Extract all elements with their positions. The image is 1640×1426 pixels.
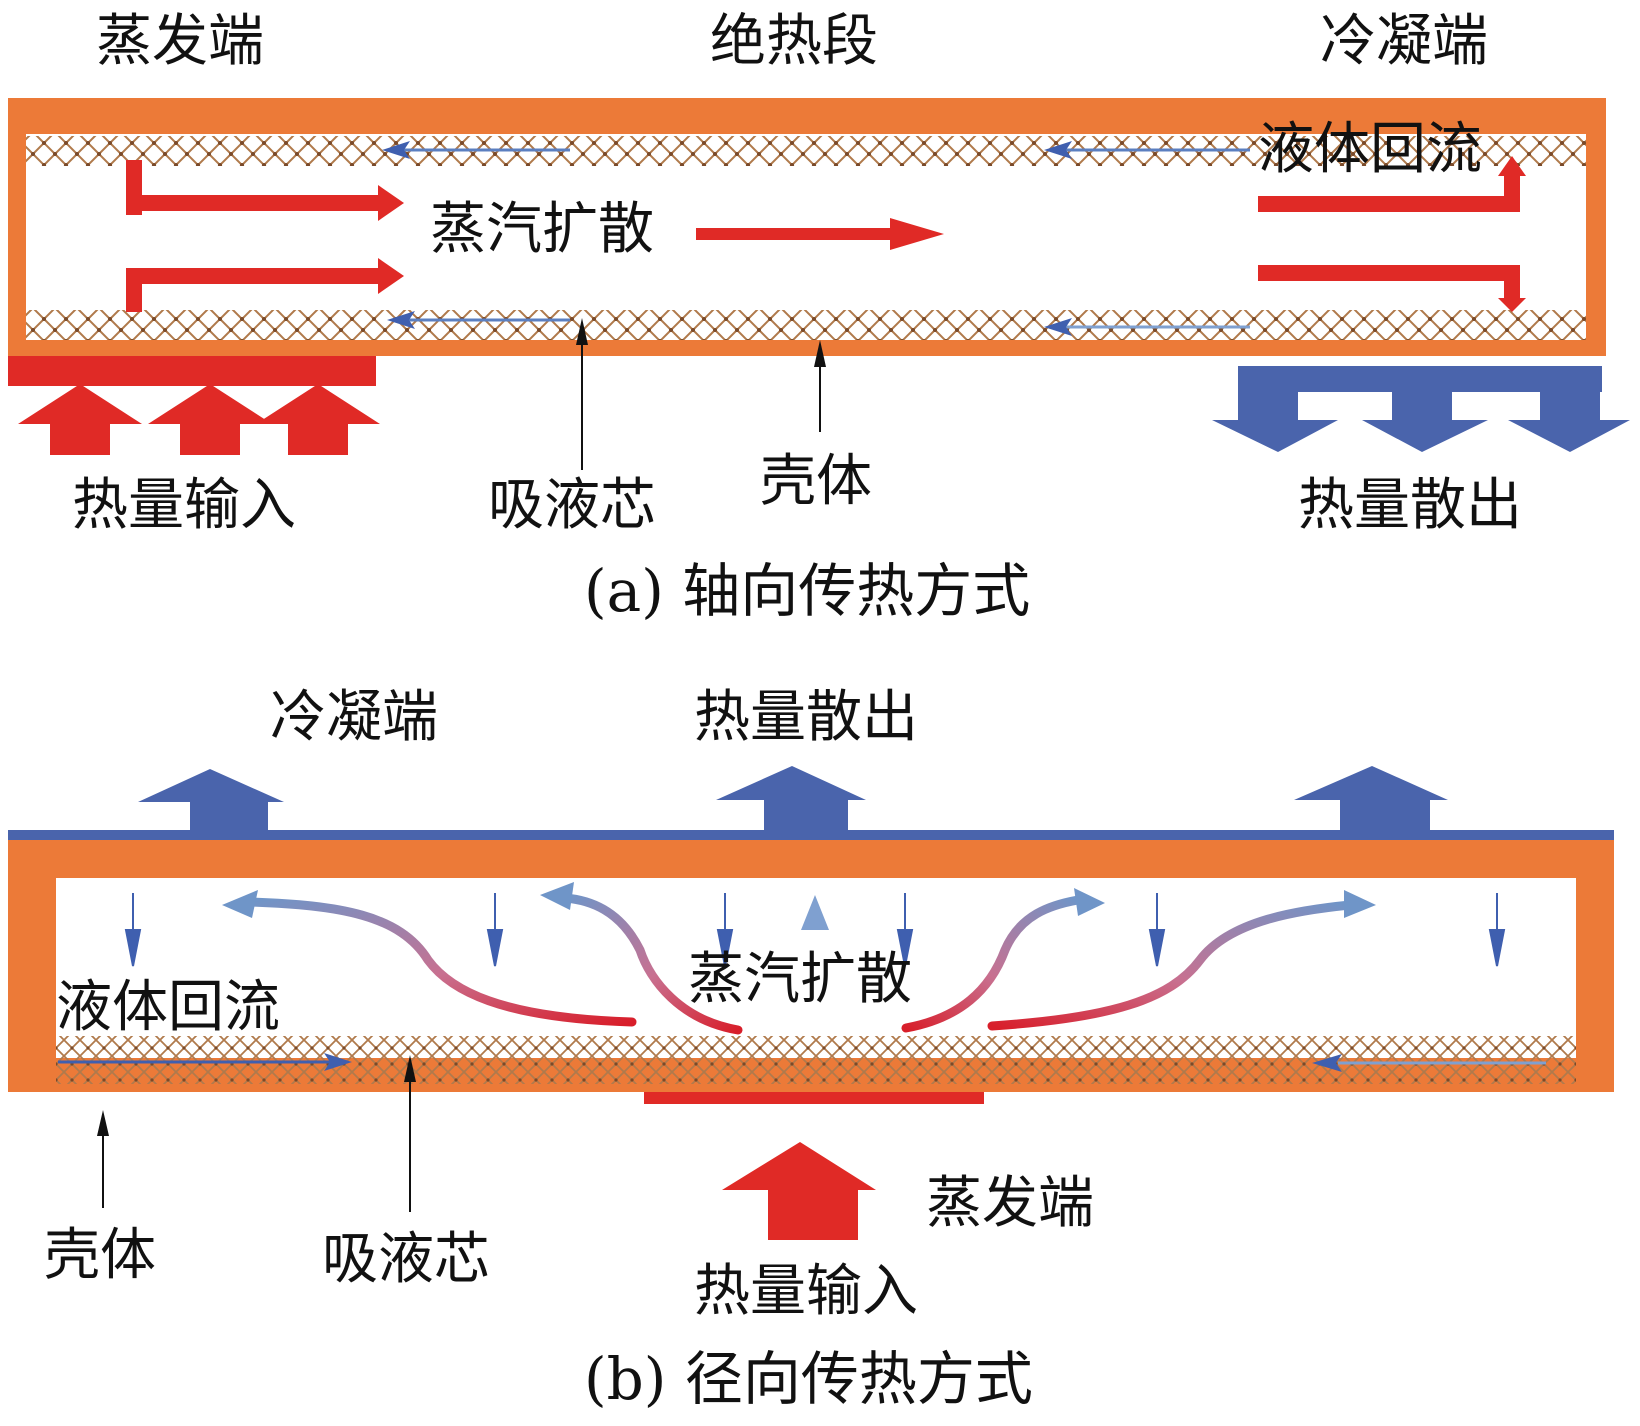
wick-b	[56, 1036, 1576, 1084]
label-evaporator-a: 蒸发端	[96, 9, 264, 74]
vapor-arrow-center	[696, 218, 944, 250]
vapor-arrow-far-right	[987, 900, 1355, 1031]
label-heat-output-a: 热量散出	[1298, 473, 1522, 538]
shell-callout-b	[97, 1110, 109, 1208]
wick-a-top	[26, 136, 1586, 166]
heat-output-arrows-b	[138, 766, 1448, 832]
up-arrow-icon	[256, 384, 380, 455]
vapor-arrow-far-left	[245, 897, 637, 1027]
caption-a: (a) 轴向传热方式	[584, 557, 1031, 625]
arrowhead	[801, 895, 829, 930]
label-adiabatic-a: 绝热段	[710, 9, 878, 74]
vapor-arrow-condenser-bottom	[1258, 265, 1526, 312]
condensation-arrows-b	[124, 893, 1506, 967]
down-arrow-icon	[1488, 893, 1506, 967]
liquid-return-arrow-b-left	[58, 1053, 352, 1071]
liquid-return-arrow	[1044, 141, 1250, 159]
heater-plate-b	[644, 1092, 984, 1104]
wick-callout-a	[576, 318, 588, 470]
label-wick-a: 吸液芯	[488, 473, 656, 538]
liquid-return-arrow	[387, 311, 570, 329]
down-arrow-icon	[716, 893, 734, 967]
liquid-return-arrow	[382, 141, 570, 159]
vapor-arrow-evaporator-top	[126, 160, 404, 221]
label-vapor-diffusion-b: 蒸汽扩散	[688, 947, 912, 1012]
vapor-arrow-evaporator-bottom	[126, 258, 404, 312]
up-arrow-icon	[148, 384, 272, 455]
up-arrow-icon	[18, 384, 142, 455]
down-arrow-icon	[486, 893, 504, 967]
liquid-return-arrow	[1044, 318, 1250, 336]
arrowhead	[1344, 890, 1376, 918]
label-liquid-return-a: 液体回流	[1258, 117, 1482, 182]
wick-callout-b	[404, 1055, 416, 1212]
down-arrow-icon	[1212, 392, 1338, 452]
label-heat-input-a: 热量输入	[72, 473, 296, 538]
heater-plate-a	[8, 356, 376, 386]
shell-callout-a	[814, 340, 826, 432]
caption-b: (b) 径向传热方式	[584, 1345, 1033, 1413]
vapor-arrow-condenser-top	[1258, 156, 1526, 212]
vapor-arrow-left	[560, 893, 743, 1035]
wick-a-bottom	[26, 310, 1586, 340]
label-wick-b: 吸液芯	[322, 1227, 490, 1292]
label-evaporator-b: 蒸发端	[926, 1171, 1094, 1236]
up-arrow-icon	[716, 766, 866, 832]
up-arrow-icon	[138, 769, 284, 832]
label-vapor-diffusion-a: 蒸汽扩散	[430, 197, 654, 262]
label-condenser-b: 冷凝端	[270, 685, 438, 750]
label-condenser-a: 冷凝端	[1320, 9, 1488, 74]
down-arrow-icon	[896, 893, 914, 967]
vapor-arrows-b	[222, 882, 1376, 1035]
label-heat-input-b: 热量输入	[694, 1259, 918, 1324]
panel-a	[8, 98, 1630, 470]
down-arrow-icon	[1148, 893, 1166, 967]
label-shell-b: 壳体	[44, 1223, 156, 1288]
down-arrow-icon	[1362, 392, 1488, 452]
heat-output-arrows-a	[1212, 366, 1630, 452]
label-heat-output-b: 热量散出	[694, 685, 918, 750]
label-liquid-return-b: 液体回流	[56, 975, 280, 1040]
arrowhead	[540, 882, 574, 910]
cooling-plate-b	[8, 830, 1614, 840]
liquid-return-arrow-b-right	[1312, 1054, 1546, 1072]
panel-b	[8, 766, 1614, 1240]
vapor-arrow-right	[901, 895, 1083, 1033]
heat-input-arrows-a	[18, 384, 380, 455]
arrowhead	[1074, 888, 1105, 916]
heat-input-arrow-b	[722, 1142, 876, 1240]
down-arrow-icon	[124, 893, 142, 967]
up-arrow-icon	[1294, 766, 1448, 832]
down-arrow-icon	[1508, 392, 1630, 452]
label-shell-a: 壳体	[760, 449, 872, 514]
arrowhead	[222, 890, 258, 918]
